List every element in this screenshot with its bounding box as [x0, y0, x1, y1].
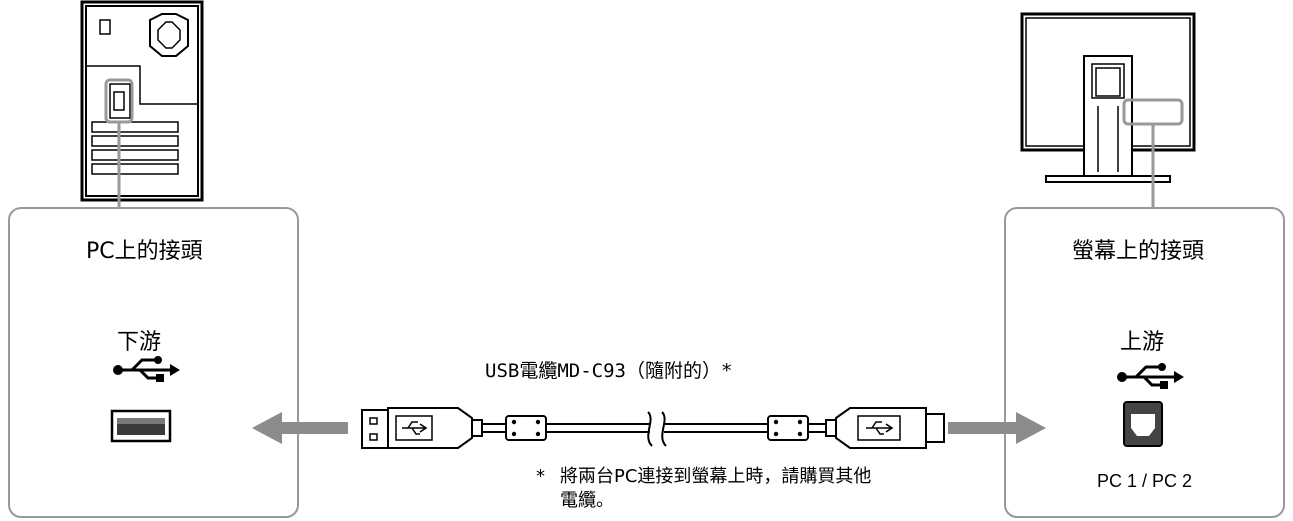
- upstream-label: 上游: [1120, 330, 1165, 355]
- arrow-right-icon: [948, 412, 1046, 444]
- footnote-line-1: 將兩台PC連接到螢幕上時，請購買其他: [560, 466, 872, 487]
- downstream-label: 下游: [117, 330, 162, 355]
- footnote-mark: *: [536, 466, 545, 487]
- left-panel-frame: [8, 207, 299, 518]
- usb-icon: [113, 356, 180, 382]
- usb-icon: [1117, 363, 1184, 389]
- right-panel-title: 螢幕上的接頭: [1072, 239, 1205, 264]
- left-panel-title: PC上的接頭: [86, 239, 203, 264]
- usb-cable-icon: [361, 407, 945, 449]
- arrow-left-icon: [252, 412, 348, 444]
- pc-tower-icon: [80, 0, 204, 202]
- usb-a-port-icon: [110, 409, 172, 443]
- right-panel-frame: [1004, 207, 1285, 518]
- footnote-line-2: 電纜。: [560, 490, 614, 511]
- pc-port-caption: PC 1 / PC 2: [1097, 471, 1193, 491]
- monitor-icon: [1020, 12, 1196, 183]
- cable-label: USB電纜MD-C93（隨附的）*: [485, 360, 733, 382]
- usb-b-port-icon: [1123, 401, 1163, 447]
